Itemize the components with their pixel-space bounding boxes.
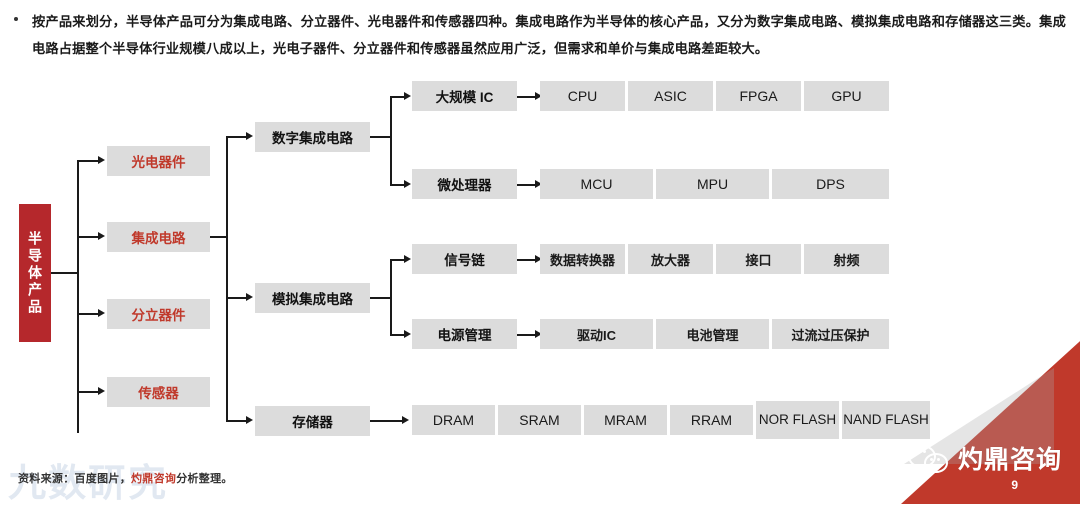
leaf-fpga: FPGA [716,81,801,111]
arrow-memory-to-leaves [402,416,409,424]
arrow-digital-to-lsi [404,92,411,100]
arrow-signal-chain-to-leaves [535,255,542,263]
arrow-root-to-optoelectronic [98,156,105,164]
node-optoelectronic-devices: 光电器件 [107,146,210,176]
page-number: 9 [1011,478,1018,492]
connector-digital-to-mpu-row [390,184,406,186]
connector-root-to-discrete [77,313,100,315]
leaf-dram: DRAM [412,405,495,435]
bullet-icon [14,17,18,21]
connector-mpu-to-leaves [517,184,537,186]
leaf-battery-management: 电池管理 [656,319,769,349]
connector-digital-out [370,136,392,138]
node-integrated-circuit: 集成电路 [107,222,210,252]
connector-signal-chain-to-leaves [517,259,537,261]
connector-root-to-sensor [77,391,100,393]
node-discrete-devices: 分立器件 [107,299,210,329]
connector-ic-spine [226,136,228,421]
connector-ic-out [210,236,228,238]
connector-ic-to-memory [226,420,248,422]
node-power-management: 电源管理 [412,319,517,349]
leaf-mcu: MCU [540,169,653,199]
leaf-amplifier: 放大器 [628,244,713,274]
connector-memory-out [370,420,404,422]
leaf-driver-ic: 驱动IC [540,319,653,349]
arrow-ic-to-digital [246,132,253,140]
leaf-dps: DPS [772,169,889,199]
connector-digital-spine [390,96,392,186]
arrow-mpu-to-leaves [535,180,542,188]
connector-ic-to-digital [226,136,248,138]
source-highlight: 灼鼎咨询 [131,473,177,485]
intro-paragraph: 按产品来划分，半导体产品可分为集成电路、分立器件、光电器件和传感器四种。集成电路… [14,8,1066,62]
leaf-gpu: GPU [804,81,889,111]
node-microprocessor: 微处理器 [412,169,517,199]
leaf-overcurrent-protection: 过流过压保护 [772,319,889,349]
leaf-data-converter: 数据转换器 [540,244,625,274]
arrow-digital-to-mpu-row [404,180,411,188]
leaf-cpu: CPU [540,81,625,111]
leaf-interface: 接口 [716,244,801,274]
semiconductor-taxonomy-diagram: 半导体产品 光电器件 集成电路 分立器件 传感器 数字集成电路 模拟集成电路 存… [0,60,1080,460]
arrow-ic-to-analog [246,293,253,301]
node-sensors: 传感器 [107,377,210,407]
leaf-nor-flash: NOR FLASH [756,401,839,439]
arrow-root-to-discrete [98,309,105,317]
root-node-semiconductor-products: 半导体产品 [19,204,51,342]
connector-root-out [51,272,79,274]
connector-analog-spine [390,259,392,336]
connector-root-to-ic [77,236,100,238]
leaf-asic: ASIC [628,81,713,111]
arrow-power-mgmt-to-leaves [535,330,542,338]
connector-digital-to-lsi [390,96,406,98]
arrow-root-to-ic [98,232,105,240]
leaf-rf: 射频 [804,244,889,274]
arrow-lsi-to-leaves [535,92,542,100]
leaf-mram: MRAM [584,405,667,435]
node-analog-ic: 模拟集成电路 [255,283,370,313]
connector-lsi-to-leaves [517,96,537,98]
connector-root-to-optoelectronic [77,160,100,162]
node-signal-chain: 信号链 [412,244,517,274]
connector-analog-to-power-mgmt [390,334,406,336]
arrow-analog-to-power-mgmt [404,330,411,338]
arrow-analog-to-signal-chain [404,255,411,263]
leaf-nand-flash: NAND FLASH [842,401,930,439]
connector-ic-to-analog [226,297,248,299]
source-prefix: 资料来源：百度图片， [18,473,131,485]
source-suffix: 分析整理。 [176,473,233,485]
intro-text: 按产品来划分，半导体产品可分为集成电路、分立器件、光电器件和传感器四种。集成电路… [32,14,1066,56]
source-note: 资料来源：百度图片，灼鼎咨询分析整理。 [18,470,233,486]
node-memory: 存储器 [255,406,370,436]
leaf-sram: SRAM [498,405,581,435]
connector-power-mgmt-to-leaves [517,334,537,336]
connector-root-spine [77,161,79,433]
arrow-ic-to-memory [246,416,253,424]
connector-analog-out [370,297,392,299]
leaf-rram: RRAM [670,405,753,435]
arrow-root-to-sensor [98,387,105,395]
connector-analog-to-signal-chain [390,259,406,261]
node-large-scale-ic: 大规模 IC [412,81,517,111]
node-digital-ic: 数字集成电路 [255,122,370,152]
leaf-mpu: MPU [656,169,769,199]
